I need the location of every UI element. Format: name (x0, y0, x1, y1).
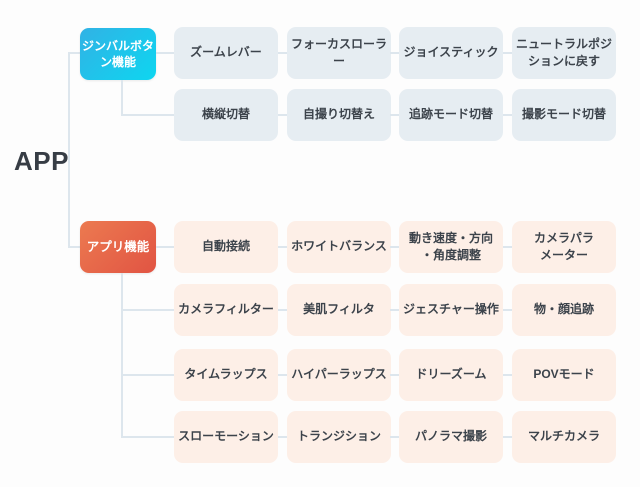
node-portrait-landscape-switch: 横縦切替 (174, 89, 278, 141)
connector-app-subtrunk (121, 273, 123, 437)
node-object-face-tracking: 物・顔追跡 (503, 284, 616, 336)
connector-gimbal-row1 (156, 52, 174, 54)
node-focus-roller: フォーカスローラー (278, 27, 391, 79)
branch-node-app-functions: アプリ機能 (80, 221, 156, 273)
node-motion-speed-direction-angle: 動き速度・方向 ・角度調整 (390, 221, 503, 273)
node-zoom-lever: ズームレバー (174, 27, 278, 79)
connector-app-row1 (156, 246, 174, 248)
node-dolly-zoom: ドリーズーム (390, 349, 503, 401)
connector-app-row3 (121, 374, 174, 376)
connector-app-row4 (121, 436, 174, 438)
node-auto-connect: 自動接続 (174, 221, 278, 273)
connector-gimbal-subtrunk (121, 80, 123, 115)
node-tracking-mode-switch: 追跡モード切替 (390, 89, 503, 141)
node-hyperlapse: ハイパーラップス (278, 349, 391, 401)
node-joystick: ジョイスティック (390, 27, 503, 79)
root-node-app: APP (14, 146, 69, 176)
node-selfie-switch: 自撮り切替え (278, 89, 391, 141)
node-beauty-filter: 美肌フィルタ (278, 284, 391, 336)
connector-trunk-to-gimbal (68, 52, 81, 54)
node-shooting-mode-switch: 撮影モード切替 (503, 89, 616, 141)
connector-trunk-vertical (68, 53, 70, 247)
node-gesture-control: ジェスチャー操作 (390, 284, 503, 336)
node-timelapse: タイムラップス (174, 349, 278, 401)
node-return-neutral-position: ニュートラルポジ ションに戻す (503, 27, 616, 79)
connector-trunk-to-app (68, 246, 81, 248)
connector-app-row2 (121, 309, 174, 311)
node-slow-motion: スローモーション (174, 411, 278, 463)
node-panorama-shooting: パノラマ撮影 (390, 411, 503, 463)
node-pov-mode: POVモード (503, 349, 616, 401)
node-multi-camera: マルチカメラ (503, 411, 616, 463)
node-transition: トランジション (278, 411, 391, 463)
connector-gimbal-row2 (121, 114, 174, 116)
node-white-balance: ホワイトバランス (278, 221, 391, 273)
node-camera-parameter: カメラパラ メーター (503, 221, 616, 273)
branch-node-gimbal-button-functions: ジンバルボタ ン機能 (80, 28, 156, 80)
node-camera-filter: カメラフィルター (174, 284, 278, 336)
